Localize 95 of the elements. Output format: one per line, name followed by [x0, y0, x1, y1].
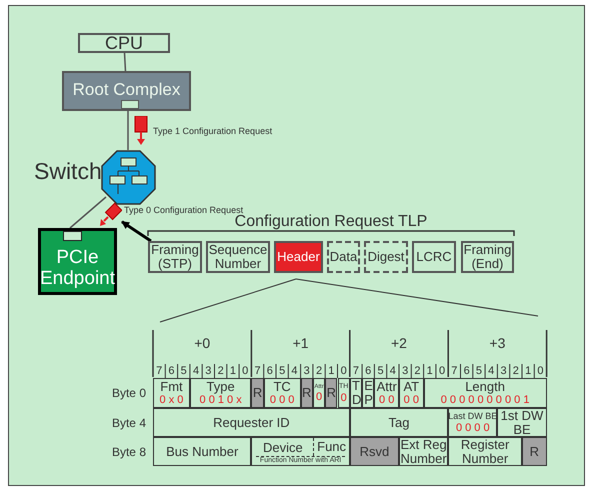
- field-value: 0 0: [379, 394, 394, 406]
- bit-number: 6: [464, 364, 470, 378]
- packet-caption: Type 0 Configuration Request: [124, 205, 244, 215]
- bit-number: 2: [316, 364, 322, 378]
- byte-offset: +1: [292, 334, 309, 349]
- tlp-field-box: [364, 241, 408, 273]
- bit-number: 7: [156, 364, 162, 378]
- bit-number: 4: [192, 364, 200, 378]
- bit-number: 5: [377, 364, 384, 378]
- bit-number: 7: [254, 364, 261, 378]
- field-name: Requester ID: [213, 416, 290, 430]
- switch-label: Switch: [34, 157, 102, 186]
- bit-number: 0: [438, 364, 446, 378]
- field-name: AT: [403, 380, 420, 394]
- field-name: TC: [273, 380, 291, 394]
- bit-number: 5: [180, 364, 187, 378]
- field-name: Last DW BE: [448, 410, 498, 422]
- field-value: 0 0 0: [270, 394, 294, 406]
- bit-number: 3: [402, 364, 408, 378]
- row-label: Byte 0: [112, 385, 146, 402]
- tlp-field-box: [327, 241, 360, 273]
- field-name: Bus Number: [166, 444, 238, 458]
- field-name: R: [252, 384, 262, 402]
- arrow: [121, 220, 152, 242]
- field-name: 1st DW BE: [500, 408, 544, 436]
- bit-number: 1: [230, 364, 236, 378]
- bit-number: 3: [500, 364, 507, 378]
- packet-icon: [100, 202, 122, 227]
- field-value: 0: [340, 392, 347, 404]
- bit-number: 6: [365, 364, 372, 378]
- field-name: Rsvd: [360, 442, 390, 461]
- row-label: Byte 4: [112, 414, 146, 432]
- node-label: Digest: [368, 250, 404, 264]
- field-name: TD: [352, 379, 360, 407]
- field-name: R: [326, 384, 336, 402]
- switch-icon: [101, 150, 156, 205]
- bit-number: 3: [304, 364, 310, 378]
- bit-number: 6: [266, 364, 273, 378]
- bit-number: 1: [328, 364, 334, 378]
- field-name: Func: [317, 438, 346, 456]
- cpu-box: [78, 33, 170, 53]
- connector-line: [127, 111, 129, 150]
- field-value: 0 0 0 0: [456, 422, 490, 434]
- byte-offset: +3: [489, 334, 506, 349]
- tlp-field-box: [412, 241, 456, 273]
- tlp-field-box: [274, 241, 323, 273]
- field-name: Fmt: [160, 380, 183, 394]
- bit-number: 2: [218, 364, 224, 378]
- root-complex-box: [62, 71, 191, 111]
- connector-line: [70, 196, 106, 229]
- node-label: Framing (End): [463, 243, 512, 271]
- field-name: Attr: [376, 380, 397, 394]
- bit-number: 5: [279, 364, 286, 378]
- field-name: Ext Reg Number: [400, 438, 448, 466]
- field-value: 0 0: [404, 394, 419, 406]
- node-label: CPU: [104, 32, 143, 54]
- bit-number: 4: [390, 364, 396, 378]
- field-value: 0 0 1 0 x: [200, 394, 242, 406]
- field-name: EP: [364, 379, 372, 407]
- bit-number: 0: [340, 364, 347, 378]
- bit-number: 2: [414, 364, 420, 378]
- node-label: Sequence Number: [208, 243, 268, 271]
- bit-number: 6: [168, 364, 174, 378]
- byte-offset: +0: [194, 334, 210, 349]
- node-label: Framing (STP): [150, 243, 200, 271]
- bit-number: 0: [242, 364, 248, 378]
- field-name: Device: [263, 438, 303, 457]
- node-label: LCRC: [416, 250, 452, 264]
- bit-number: 2: [512, 364, 519, 378]
- bit-number: 3: [205, 364, 212, 378]
- bit-number: 7: [352, 364, 359, 378]
- bit-number: 4: [488, 364, 494, 378]
- packet-caption: Type 1 Configuration Request: [153, 126, 273, 136]
- field-name: Type: [206, 380, 235, 394]
- node-label: Data: [330, 250, 358, 264]
- row-label: Byte 8: [112, 444, 146, 460]
- field-name: Register Number: [460, 438, 510, 466]
- field-name: Length: [465, 380, 505, 394]
- bit-number: 1: [525, 364, 532, 378]
- field-value: 0 0 0 0 0 0 0 0 0 1: [440, 394, 530, 406]
- field-name: Tag: [388, 416, 410, 430]
- byte-offset: +2: [391, 334, 407, 349]
- field-name: R: [530, 442, 539, 461]
- field-name: R: [302, 384, 312, 402]
- packet-icon: [133, 116, 149, 146]
- bit-number: 7: [451, 364, 458, 378]
- node-label: Header: [277, 250, 320, 264]
- node-label: Root Complex: [72, 79, 180, 101]
- bit-number: 0: [537, 364, 544, 378]
- field-value: 0 x 0: [160, 394, 184, 406]
- field-value: 0: [316, 390, 322, 404]
- bit-number: 5: [476, 364, 482, 378]
- bit-number: 4: [291, 364, 298, 378]
- connector-line: [124, 52, 126, 72]
- bit-number: 1: [426, 364, 433, 378]
